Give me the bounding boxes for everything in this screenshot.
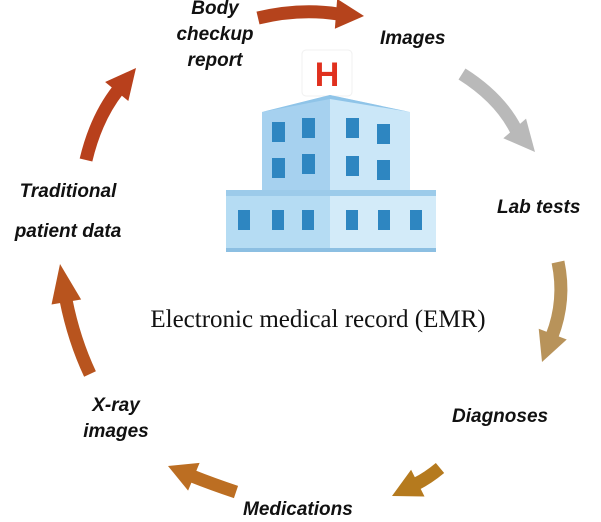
node-label-line: Body <box>191 0 239 19</box>
node-body-checkup-report: Body checkup report <box>160 0 270 74</box>
cycle-arrow-head <box>168 462 200 491</box>
cycle-arrow-head <box>503 118 535 152</box>
cycle-arrow-head <box>538 328 567 362</box>
node-label-line: report <box>187 50 243 71</box>
cycle-arrow-body <box>59 298 96 377</box>
node-diagnoses: Diagnoses <box>452 404 548 430</box>
node-traditional-patient-data: Traditional patient data <box>0 172 136 252</box>
node-medications: Medications <box>243 497 353 522</box>
node-label-line: Lab tests <box>497 197 581 218</box>
node-lab-tests: Lab tests <box>497 195 580 221</box>
cycle-arrow-head <box>334 0 364 29</box>
cycle-arrow-body <box>545 260 568 339</box>
cycle-arrow-body <box>458 68 522 134</box>
tower-left-face <box>262 95 330 196</box>
node-label-line: Traditional <box>19 181 117 202</box>
cycle-arrow-head <box>392 469 425 497</box>
cycle-arrow-body <box>413 462 445 490</box>
building-base-roof <box>226 190 436 196</box>
node-label-line: Medications <box>243 499 353 520</box>
node-label-line: Diagnoses <box>452 406 549 427</box>
node-label-line: X-ray <box>92 395 140 416</box>
cycle-arrow-head <box>51 264 82 305</box>
cycle-arrow-body <box>189 469 239 499</box>
building-ground <box>226 248 436 252</box>
node-label-line: checkup <box>176 24 254 45</box>
center-label: Electronic medical record (EMR) <box>150 306 486 333</box>
cycle-arrow-body <box>256 5 340 25</box>
cycle-arrow-head <box>105 68 136 102</box>
tower-top <box>262 95 410 112</box>
node-x-ray-images: X-ray images <box>76 393 156 445</box>
node-label-line: Images <box>380 28 446 49</box>
cycle-arrow-body <box>79 85 124 162</box>
node-images: Images <box>380 26 445 52</box>
hospital-sign-letter: H <box>315 56 340 94</box>
node-label-line: images <box>83 421 149 442</box>
node-label-line: patient data <box>14 221 122 242</box>
tower-right-face <box>330 95 410 196</box>
